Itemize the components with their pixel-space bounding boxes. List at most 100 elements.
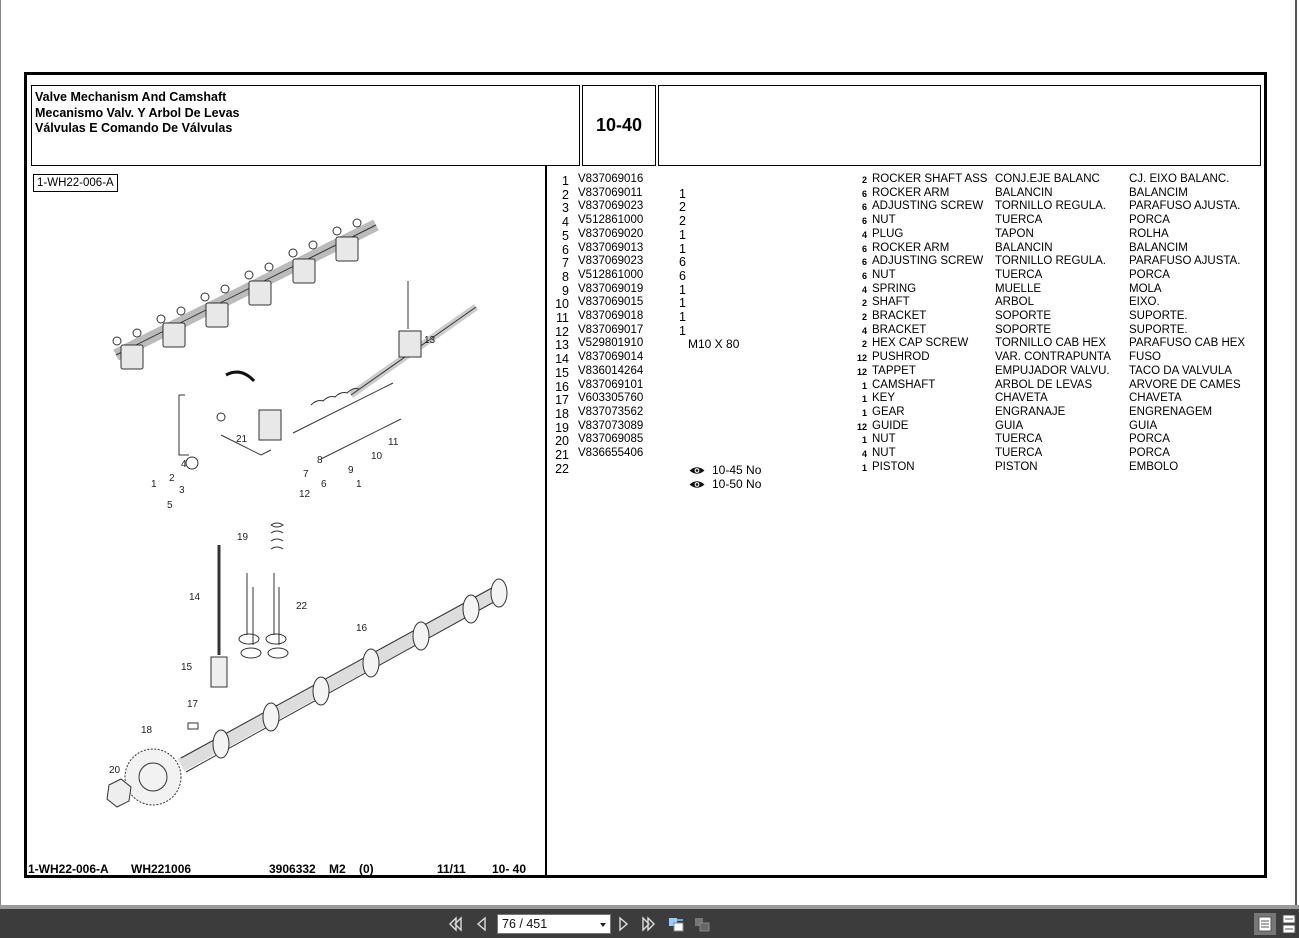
item-number: 19 (555, 420, 569, 435)
description-english: BRACKET (872, 310, 927, 322)
item-number: 16 (555, 379, 569, 394)
description-spanish: TORNILLO REGULA. (995, 200, 1106, 213)
footer-section: 10- 40 (492, 862, 527, 876)
count: 6 (861, 270, 867, 281)
item-number: 18 (555, 406, 569, 421)
description-english: PLUG (872, 227, 904, 240)
part-number: V837073562 (578, 405, 644, 418)
description-portuguese: TACO DA VALVULA (1129, 364, 1232, 377)
description-portuguese: MOLA (1129, 282, 1162, 295)
description-portuguese: CJ. EIXO BALANC. (1129, 173, 1230, 185)
first-page-button[interactable] (445, 914, 465, 934)
forward-view-button[interactable] (692, 914, 712, 934)
svg-text:3: 3 (179, 485, 185, 496)
parts-row: 5 V837069020 1 4 PLUG TAPON ROLHA (549, 227, 1267, 243)
parts-row: 2 V837069011 1 6 ROCKER ARM BALANCIN BAL… (549, 186, 1267, 202)
description-spanish: TUERCA (995, 447, 1043, 459)
description-english: ROCKER SHAFT ASS (872, 173, 988, 185)
description-spanish: MUELLE (995, 282, 1042, 295)
svg-text:4: 4 (181, 459, 187, 470)
count: 1 (861, 380, 867, 391)
parts-row: 11 V837069018 1 2 BRACKET SOPORTE SUPORT… (549, 310, 1267, 325)
description-english: ROCKER ARM (872, 241, 950, 254)
previous-page-button[interactable] (471, 914, 491, 934)
continuous-pages-icon (1282, 915, 1296, 933)
part-number: V837069014 (578, 351, 644, 364)
part-number: V836655406 (578, 447, 644, 459)
title-portuguese: Válvulas E Comando De Válvulas (35, 121, 233, 135)
description-english: PISTON (872, 460, 915, 473)
continuous-view-button[interactable] (1278, 913, 1299, 935)
description-portuguese: BALANCIM (1129, 186, 1188, 199)
description-spanish: GUIA (995, 419, 1024, 432)
part-number: V837069011 (578, 186, 643, 199)
svg-text:15: 15 (181, 662, 193, 673)
last-page-button[interactable] (639, 914, 659, 934)
count: 6 (861, 257, 867, 268)
description-portuguese: PORCA (1129, 447, 1170, 459)
description-portuguese: BALANCIM (1129, 241, 1188, 254)
next-page-icon (619, 916, 629, 932)
count: 6 (861, 202, 867, 213)
item-number: 8 (562, 269, 569, 284)
svg-text:1: 1 (356, 479, 362, 490)
description-spanish: VAR. CONTRAPUNTA (995, 351, 1111, 364)
part-number: V837069018 (578, 310, 644, 322)
part-number: V512861000 (578, 268, 644, 281)
svg-text:8: 8 (317, 455, 323, 466)
description-english: GUIDE (872, 419, 909, 432)
document-viewport[interactable]: Valve Mechanism And Camshaft Mecanismo V… (0, 0, 1297, 905)
page-number-dropdown[interactable]: 76 / 451 (497, 914, 611, 934)
item-number: 17 (555, 393, 569, 408)
footer-doc-number: 3906332 (269, 862, 316, 876)
svg-text:12: 12 (299, 489, 311, 500)
parts-row: 22 1 PISTON PISTON EMBOLO (549, 460, 1267, 476)
see-reference-link[interactable]: 10-45 No (689, 463, 761, 477)
svg-text:21: 21 (236, 434, 248, 445)
item-number: 7 (562, 256, 569, 271)
parts-row: 13 V529801910 M10 X 80 2 HEX CAP SCREW T… (549, 337, 1267, 352)
svg-text:14: 14 (189, 592, 201, 603)
page-footer: 1-WH22-006-A WH221006 3906332 M2 (0) 11/… (27, 862, 545, 876)
description-english: BRACKET (872, 323, 927, 336)
back-view-button[interactable] (666, 914, 686, 934)
description-english: NUT (872, 447, 896, 459)
see-reference-link[interactable]: 10-50 No (689, 477, 761, 491)
quantity: 1 (679, 296, 686, 311)
footer-language: M2 (329, 862, 346, 876)
next-page-button[interactable] (614, 914, 634, 934)
svg-text:5: 5 (167, 500, 173, 511)
description-portuguese: ROLHA (1129, 227, 1169, 240)
part-number: V837069023 (578, 200, 644, 213)
svg-text:16: 16 (356, 623, 368, 634)
item-number: 21 (555, 448, 569, 462)
part-number: V837069017 (578, 323, 644, 336)
parts-row: 6 V837069013 1 6 ROCKER ARM BALANCIN BAL… (549, 241, 1267, 257)
parts-row: 1 V837069016 2 ROCKER SHAFT ASS CONJ.EJE… (549, 173, 1267, 188)
footer-illustration-ref: 1-WH22-006-A (28, 862, 109, 876)
parts-row: 21 V836655406 4 NUT TUERCA PORCA (549, 447, 1267, 462)
description-spanish: ARBOL (995, 296, 1034, 309)
item-number: 15 (555, 365, 569, 380)
item-number: 11 (556, 311, 569, 325)
quantity: 1 (679, 241, 686, 256)
quantity: 6 (679, 268, 686, 283)
single-page-view-button[interactable] (1254, 913, 1276, 935)
part-number: V837073089 (578, 419, 644, 432)
description-spanish: TUERCA (995, 268, 1043, 281)
description-spanish: BALANCIN (995, 241, 1053, 254)
see-reference-label: 10-50 No (712, 477, 762, 491)
count: 6 (861, 216, 867, 227)
svg-text:20: 20 (109, 765, 121, 776)
description-portuguese: PORCA (1129, 433, 1170, 446)
count: 1 (861, 435, 867, 446)
description-spanish: TAPON (995, 227, 1034, 240)
parts-catalog-page: Valve Mechanism And Camshaft Mecanismo V… (24, 72, 1267, 878)
quantity: 2 (679, 200, 686, 215)
count: 2 (861, 312, 867, 322)
description-portuguese: PARAFUSO CAB HEX (1129, 337, 1246, 350)
svg-text:6: 6 (321, 479, 327, 490)
description-portuguese: ARVORE DE CAMES (1129, 378, 1241, 391)
count: 1 (861, 462, 867, 473)
parts-row: 15 V836014264 12 TAPPET EMPUJADOR VALVU.… (549, 364, 1267, 380)
